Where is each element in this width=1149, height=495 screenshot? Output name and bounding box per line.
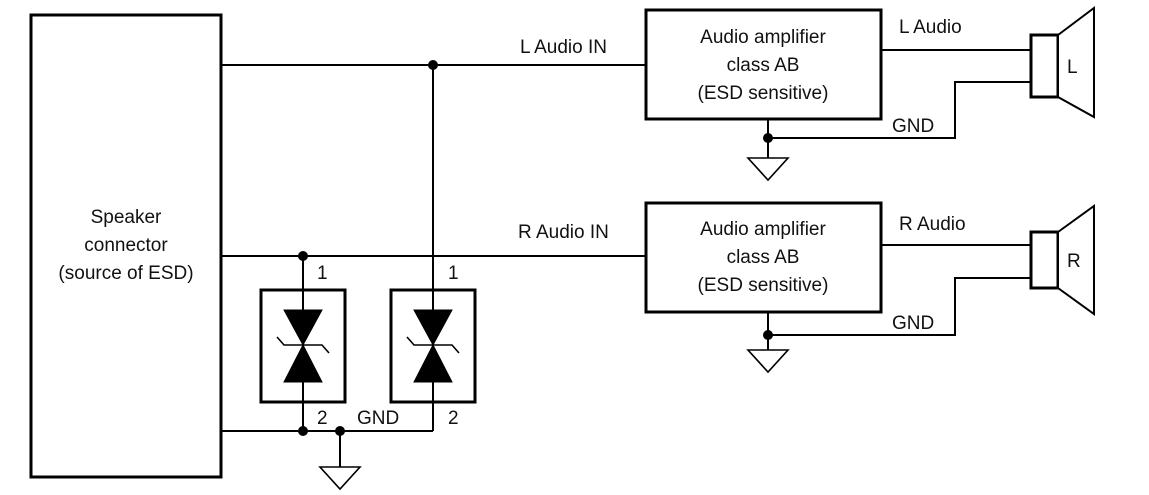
signal-labels: L Audio IN R Audio IN L Audio R Audio GN…: [357, 17, 966, 429]
tvs-diode-1-lower-triangle: [283, 343, 323, 383]
speaker-left-body: [1029, 33, 1060, 99]
junction-dot: [298, 426, 308, 436]
tvs-diode-1-pin1-label: 1: [317, 263, 328, 284]
ground-icon: [746, 157, 790, 182]
amplifier-right-label-1: Audio amplifier: [700, 219, 826, 240]
tvs-diode-2-pin2-label: 2: [448, 408, 459, 429]
tvs-diode-2-upper-triangle: [413, 309, 453, 347]
r-audio-label: R Audio: [899, 214, 966, 235]
speaker-left-cone-icon: [1057, 6, 1095, 119]
tvs-diode-2-bar: [406, 336, 460, 354]
tvs-diode-1-upper-triangle: [283, 309, 323, 347]
speaker-right-label: R: [1067, 251, 1081, 272]
amplifier-right-box: [644, 201, 883, 314]
speaker-connector-label-1: Speaker: [91, 207, 162, 228]
amplifier-right-label-2: class AB: [727, 247, 800, 268]
junctions: [298, 60, 773, 436]
speaker-left: L: [1029, 6, 1095, 119]
ground-icon: [746, 349, 790, 374]
tvs-diode-2: 1 2: [389, 263, 477, 429]
amplifier-left-label-2: class AB: [727, 55, 800, 76]
speaker-right-body: [1029, 230, 1060, 290]
amplifier-left-label-3: (ESD sensitive): [698, 83, 829, 104]
speaker-right-cone-icon: [1057, 204, 1095, 316]
amplifier-left-box: [644, 8, 883, 121]
junction-dot: [763, 133, 773, 143]
wire-r-gnd: [768, 277, 1031, 336]
l-gnd-label: GND: [892, 116, 934, 137]
junction-dot: [298, 251, 308, 261]
tvs-diode-2-lower-triangle: [413, 343, 453, 383]
r-gnd-label: GND: [892, 313, 934, 334]
speaker-connector-box: [29, 13, 223, 479]
amplifier-right: Audio amplifier class AB (ESD sensitive): [644, 201, 883, 314]
ground-symbols: [318, 157, 790, 491]
amplifier-left-label-1: Audio amplifier: [700, 27, 826, 48]
tvs-diode-1: 1 2: [259, 263, 347, 429]
speaker-right: R: [1029, 204, 1095, 316]
tvs-gnd-label: GND: [357, 408, 399, 429]
ground-icon: [318, 466, 362, 491]
wires: [221, 49, 1031, 467]
l-audio-in-label: L Audio IN: [520, 37, 607, 58]
l-audio-label: L Audio: [899, 17, 962, 38]
junction-dot: [335, 426, 345, 436]
r-audio-in-label: R Audio IN: [518, 222, 609, 243]
tvs-diode-1-bar: [276, 336, 330, 354]
speaker-left-label: L: [1067, 57, 1078, 78]
junction-dot: [428, 60, 438, 70]
wire-l-gnd: [768, 81, 1031, 139]
amplifier-right-label-3: (ESD sensitive): [698, 275, 829, 296]
speaker-connector-label-2: connector: [84, 235, 168, 256]
tvs-diode-1-pin2-label: 2: [317, 408, 328, 429]
tvs-diode-2-pin1-label: 1: [448, 263, 459, 284]
amplifier-left: Audio amplifier class AB (ESD sensitive): [644, 8, 883, 121]
speaker-connector-label-3: (source of ESD): [58, 263, 193, 284]
junction-dot: [763, 330, 773, 340]
speaker-connector: Speaker connector (source of ESD): [29, 13, 223, 479]
